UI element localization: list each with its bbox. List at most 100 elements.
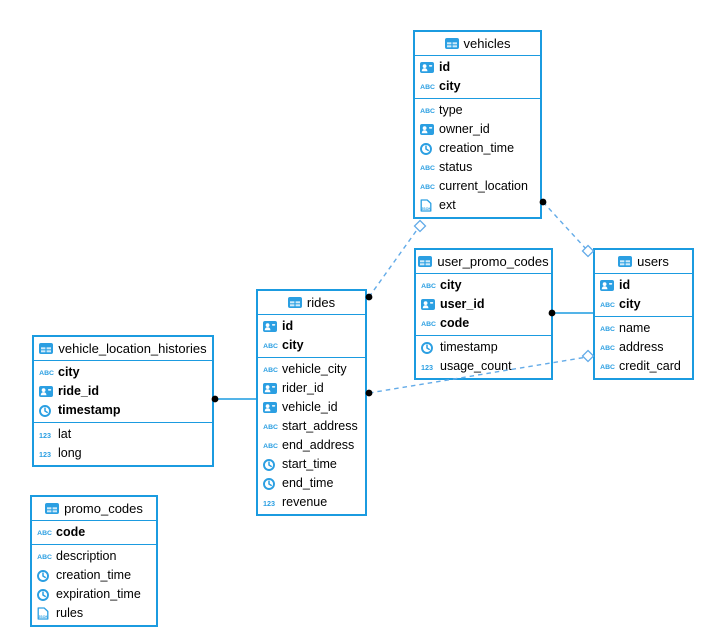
table-header: promo_codes [32, 497, 156, 521]
table-grid-icon [39, 343, 53, 354]
table-rides[interactable]: rides id city vehicle_city rider_id vehi… [256, 289, 367, 516]
table-grid-icon [288, 297, 302, 308]
field-row: status [415, 158, 540, 177]
relation-vehicles-users [542, 201, 588, 251]
abc-icon [421, 282, 437, 289]
field-row: address [595, 338, 692, 357]
field-row: usage_count [416, 357, 551, 376]
field-row: code [32, 523, 156, 542]
id-card-icon [421, 299, 435, 310]
field-row: expiration_time [32, 585, 156, 604]
table-grid-icon [418, 256, 432, 267]
fields-section: type owner_id creation_time status curre… [415, 98, 540, 217]
field-row: credit_card [595, 357, 692, 376]
field-row: city [415, 77, 540, 96]
field-row: creation_time [32, 566, 156, 585]
table-header: vehicle_location_histories [34, 337, 212, 361]
table-vehicle-location-histories[interactable]: vehicle_location_histories city ride_id … [32, 335, 214, 467]
field-row: id [258, 317, 365, 336]
id-card-icon [600, 280, 614, 291]
fields-section: lat long [34, 422, 212, 465]
table-user-promo-codes[interactable]: user_promo_codes city user_id code times… [414, 248, 553, 380]
field-row: type [415, 101, 540, 120]
table-title: rides [306, 295, 336, 310]
clock-icon [37, 570, 49, 582]
clock-icon [263, 478, 275, 490]
table-title: vehicles [463, 36, 511, 51]
table-users[interactable]: users id city name address credit_card [593, 248, 694, 380]
field-row: ext [415, 196, 540, 215]
field-row: start_time [258, 455, 365, 474]
table-header: vehicles [415, 32, 540, 56]
abc-icon [600, 301, 616, 308]
field-row: city [258, 336, 365, 355]
field-row: id [595, 276, 692, 295]
abc-icon [37, 553, 53, 560]
abc-icon [263, 366, 279, 373]
field-row: id [415, 58, 540, 77]
abc-icon [600, 363, 616, 370]
field-row: timestamp [34, 401, 212, 420]
field-row: end_time [258, 474, 365, 493]
fields-section: vehicle_city rider_id vehicle_id start_a… [258, 357, 365, 514]
field-row: lat [34, 425, 212, 444]
id-card-icon [263, 383, 277, 394]
abc-icon [420, 164, 436, 171]
table-header: users [595, 250, 692, 274]
abc-icon [420, 183, 436, 190]
diamond-marker [581, 349, 595, 363]
abc-icon [37, 529, 53, 536]
field-row: user_id [416, 295, 551, 314]
table-title: user_promo_codes [437, 254, 549, 269]
clock-icon [39, 405, 51, 417]
id-card-icon [263, 321, 277, 332]
table-promo-codes[interactable]: promo_codes code description creation_ti… [30, 495, 158, 627]
table-title: promo_codes [64, 501, 143, 516]
table-header: rides [258, 291, 365, 315]
abc-icon [39, 369, 55, 376]
field-row: creation_time [415, 139, 540, 158]
field-row: owner_id [415, 120, 540, 139]
abc-icon [420, 107, 436, 114]
primary-key-section: city user_id code [416, 274, 551, 335]
field-row: city [34, 363, 212, 382]
field-row: rider_id [258, 379, 365, 398]
abc-icon [263, 342, 279, 349]
field-row: end_address [258, 436, 365, 455]
id-card-icon [263, 402, 277, 413]
123-icon [421, 363, 434, 371]
json-doc-icon [37, 607, 49, 620]
field-row: long [34, 444, 212, 463]
table-title: users [637, 254, 669, 269]
table-grid-icon [45, 503, 59, 514]
fields-section: name address credit_card [595, 316, 692, 378]
id-card-icon [39, 386, 53, 397]
field-row: ride_id [34, 382, 212, 401]
abc-icon [600, 344, 616, 351]
primary-key-section: id city [595, 274, 692, 316]
abc-icon [263, 423, 279, 430]
id-card-icon [420, 62, 434, 73]
field-row: vehicle_id [258, 398, 365, 417]
field-row: name [595, 319, 692, 338]
123-icon [263, 499, 276, 507]
json-doc-icon [420, 199, 432, 212]
table-grid-icon [445, 38, 459, 49]
primary-key-section: id city [258, 315, 365, 357]
123-icon [39, 431, 52, 439]
abc-icon [600, 325, 616, 332]
clock-icon [263, 459, 275, 471]
diamond-marker [581, 244, 595, 258]
table-header: user_promo_codes [416, 250, 551, 274]
field-row: rules [32, 604, 156, 623]
123-icon [39, 450, 52, 458]
field-row: code [416, 314, 551, 333]
field-row: vehicle_city [258, 360, 365, 379]
field-row: start_address [258, 417, 365, 436]
clock-icon [37, 589, 49, 601]
field-row: city [595, 295, 692, 314]
table-vehicles[interactable]: vehicles id city type owner_id creation_… [413, 30, 542, 219]
fields-section: timestamp usage_count [416, 335, 551, 378]
abc-icon [263, 442, 279, 449]
